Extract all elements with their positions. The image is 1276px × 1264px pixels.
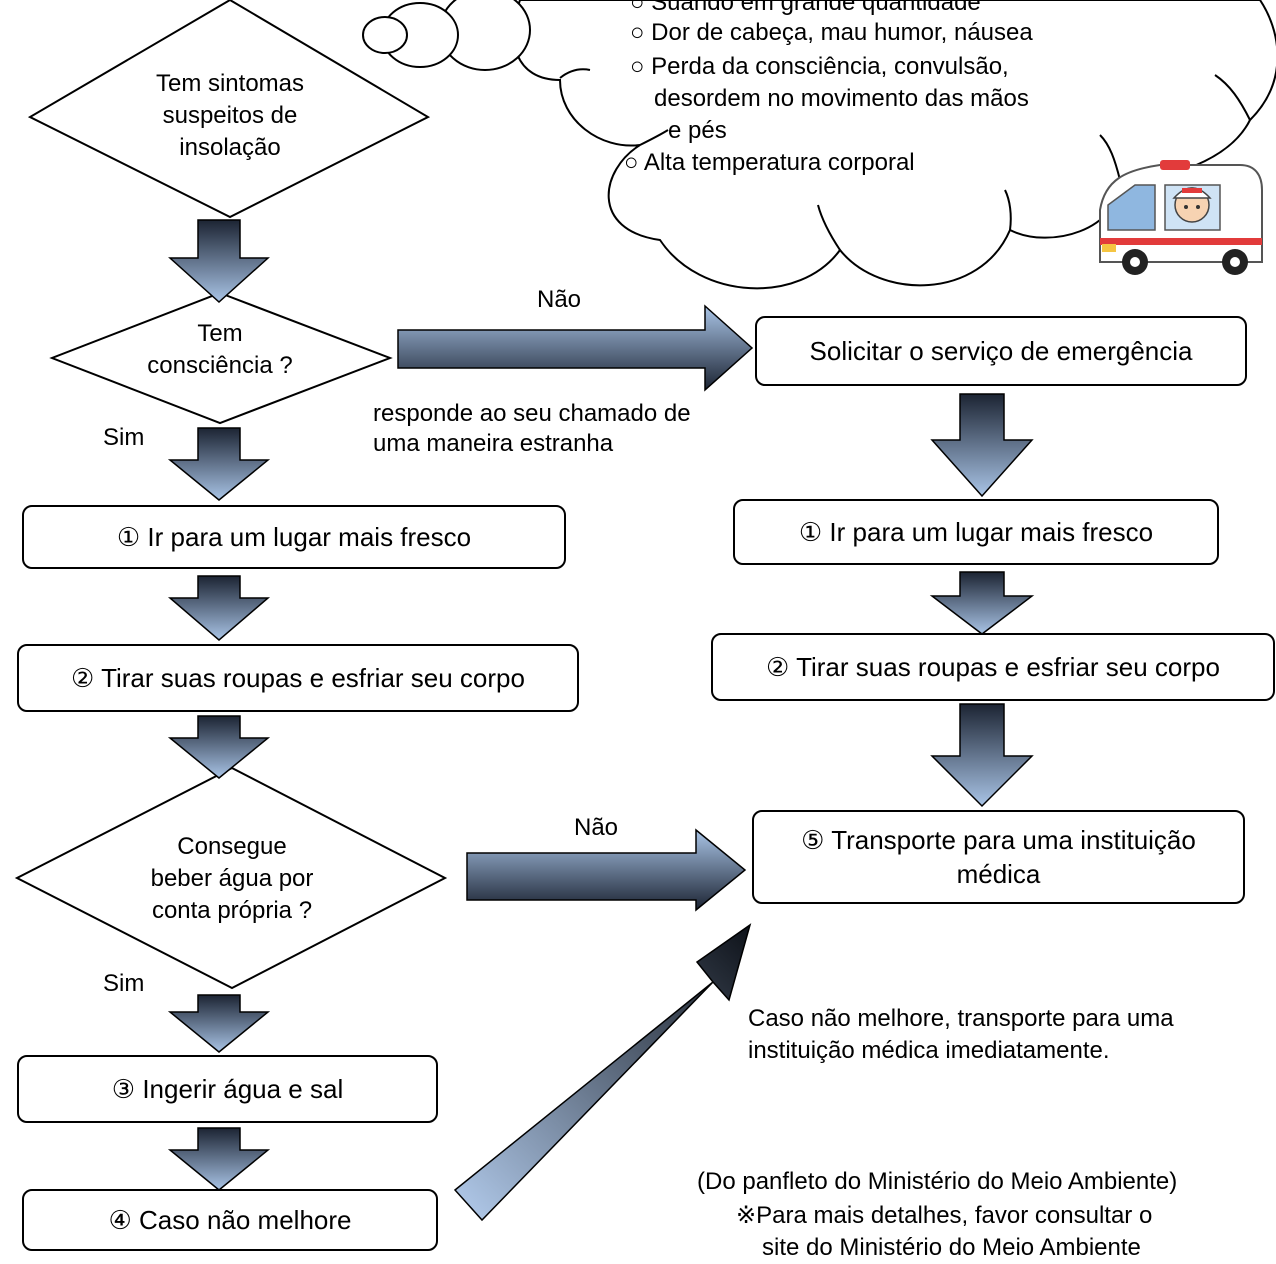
label-nao-1: Não (537, 286, 582, 313)
ambulance-illustration (1099, 160, 1263, 275)
label-worsen-2: instituição médica imediatamente. (748, 1037, 1110, 1064)
step-cool-place-left: ① Ir para um lugar mais fresco (22, 505, 566, 569)
label-nao-2: Não (574, 814, 619, 841)
symptom-temperature: ○ Alta temperatura corporal (624, 149, 915, 176)
label-strange-response-2: uma maneira estranha (373, 430, 614, 457)
step-emergency: Solicitar o serviço de emergência (755, 316, 1247, 386)
arrow-right-nao-2 (466, 828, 747, 912)
step-transport-medical: ⑤ Transporte para uma instituição médica (752, 810, 1245, 904)
label-worsen-1: Caso não melhore, transporte para uma (748, 1005, 1174, 1032)
symptom-headache: ○ Dor de cabeça, mau humor, náusea (630, 19, 1033, 46)
arrow-down-1 (168, 219, 270, 304)
arrow-down-right-3 (930, 703, 1034, 808)
decision-heatstroke-text: Tem sintomas suspeitos de insolação (155, 70, 305, 161)
step-undress-left: ② Tirar suas roupas e esfriar seu corpo (17, 644, 579, 712)
arrow-down-5 (167, 994, 271, 1053)
decision-drink-text: Consegue beber água por conta própria ? (150, 833, 314, 924)
step-cool-place-right: ① Ir para um lugar mais fresco (733, 499, 1219, 565)
source-citation: (Do panfleto do Ministério do Meio Ambie… (697, 1168, 1178, 1195)
decision-diamond-drink (14, 766, 448, 990)
decision-diamond-heatstroke (27, 0, 431, 219)
label-sim-1: Sim (103, 424, 145, 451)
symptom-feet: e pés (668, 117, 727, 144)
step-undress-right: ② Tirar suas roupas e esfriar seu corpo (711, 633, 1275, 701)
label-sim-2: Sim (103, 970, 145, 997)
arrow-down-right-1 (930, 393, 1034, 498)
note-line-1: ※Para mais detalhes, favor consultar o (736, 1202, 1153, 1229)
decision-conscious-text: Tem consciência ? (147, 320, 293, 379)
arrow-down-4 (167, 715, 271, 779)
symptom-consciousness: ○ Perda da consciência, convulsão, (630, 53, 1009, 80)
label-strange-response-1: responde ao seu chamado de (373, 400, 691, 427)
arrow-down-2 (167, 427, 271, 501)
arrow-right-nao-1 (397, 304, 754, 392)
arrow-down-right-2 (929, 571, 1035, 635)
arrow-diagonal-worsen (453, 923, 752, 1222)
decision-diamond-conscious (49, 291, 393, 425)
note-line-2: site do Ministério do Meio Ambiente (762, 1234, 1141, 1261)
step-not-improve: ④ Caso não melhore (22, 1189, 438, 1251)
arrow-down-6 (167, 1127, 271, 1191)
symptom-movement: desordem no movimento das mãos (654, 85, 1029, 112)
arrow-down-3 (167, 575, 271, 641)
symptom-sweating: ○ Suando em grande quantidade (630, 0, 981, 16)
symptoms-cloud (362, 0, 1276, 290)
step-water-salt: ③ Ingerir água e sal (17, 1055, 438, 1123)
